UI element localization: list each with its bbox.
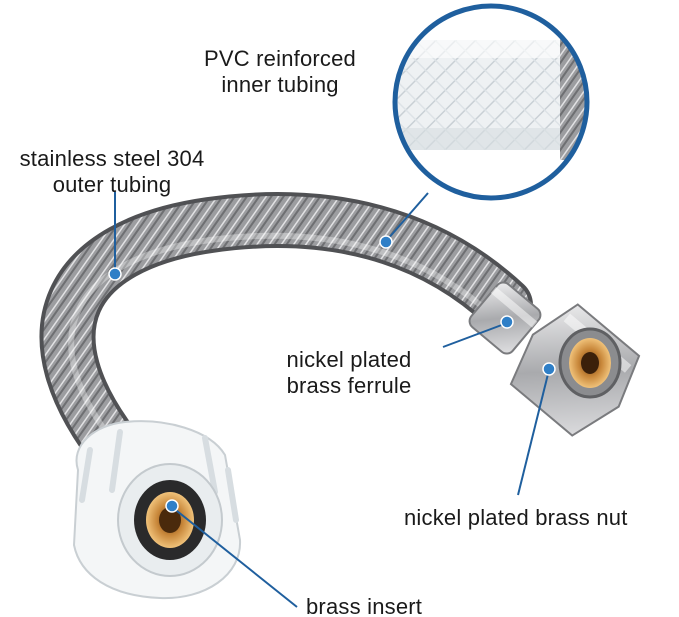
label-brass-nut: nickel plated brass nut [404,505,628,530]
label-brass-insert: brass insert [306,594,423,617]
plastic-coupling-nut [72,420,242,600]
inner-tubing-magnifier [392,3,590,201]
callout-lines [114,192,550,608]
label-stainless-outer-tubing: stainless steel 304 outer tubing [19,146,205,197]
label-pvc-inner-tubing: PVC reinforced inner tubing [204,46,356,97]
hose-body [43,196,529,479]
label-brass-ferrule: nickel plated brass ferrule [286,347,412,398]
callout-dots [108,235,556,513]
